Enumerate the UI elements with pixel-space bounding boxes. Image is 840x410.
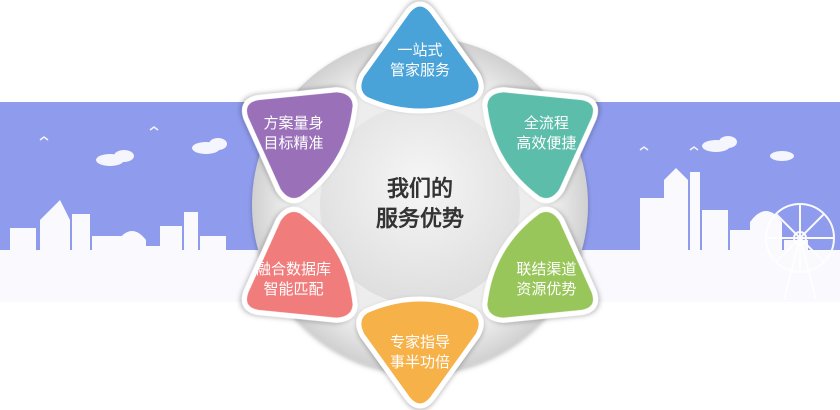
center-title-line1: 我们的 xyxy=(387,176,453,202)
petal-shape-bottom xyxy=(356,296,484,409)
petal-label-line2: 资源优势 xyxy=(516,280,576,298)
petal-shape-upper-right xyxy=(482,87,599,204)
petal-label-line1: 方案量身 xyxy=(264,114,324,132)
petal-label-line1: 融合数据库 xyxy=(256,260,331,278)
petal-label-line2: 智能匹配 xyxy=(264,280,324,298)
petal-label-line1: 专家指导 xyxy=(390,333,450,351)
petal-label-line2: 管家服务 xyxy=(390,61,450,79)
center-disc xyxy=(320,105,520,305)
petal-label-line1: 一站式 xyxy=(397,41,442,59)
petal-label-line2: 事半功倍 xyxy=(390,353,450,371)
center-title-line2: 服务优势 xyxy=(376,206,464,232)
petal-shape-lower-right xyxy=(482,206,599,323)
petal-shape-top xyxy=(356,1,484,114)
petal-label-line1: 联结渠道 xyxy=(516,260,576,278)
petal-label-line2: 目标精准 xyxy=(264,134,324,152)
petal-shape-lower-left xyxy=(241,206,358,323)
petal-shape-upper-left xyxy=(241,87,358,204)
petal-label-line2: 高效便捷 xyxy=(516,134,576,152)
petal-label-line1: 全流程 xyxy=(524,114,569,132)
